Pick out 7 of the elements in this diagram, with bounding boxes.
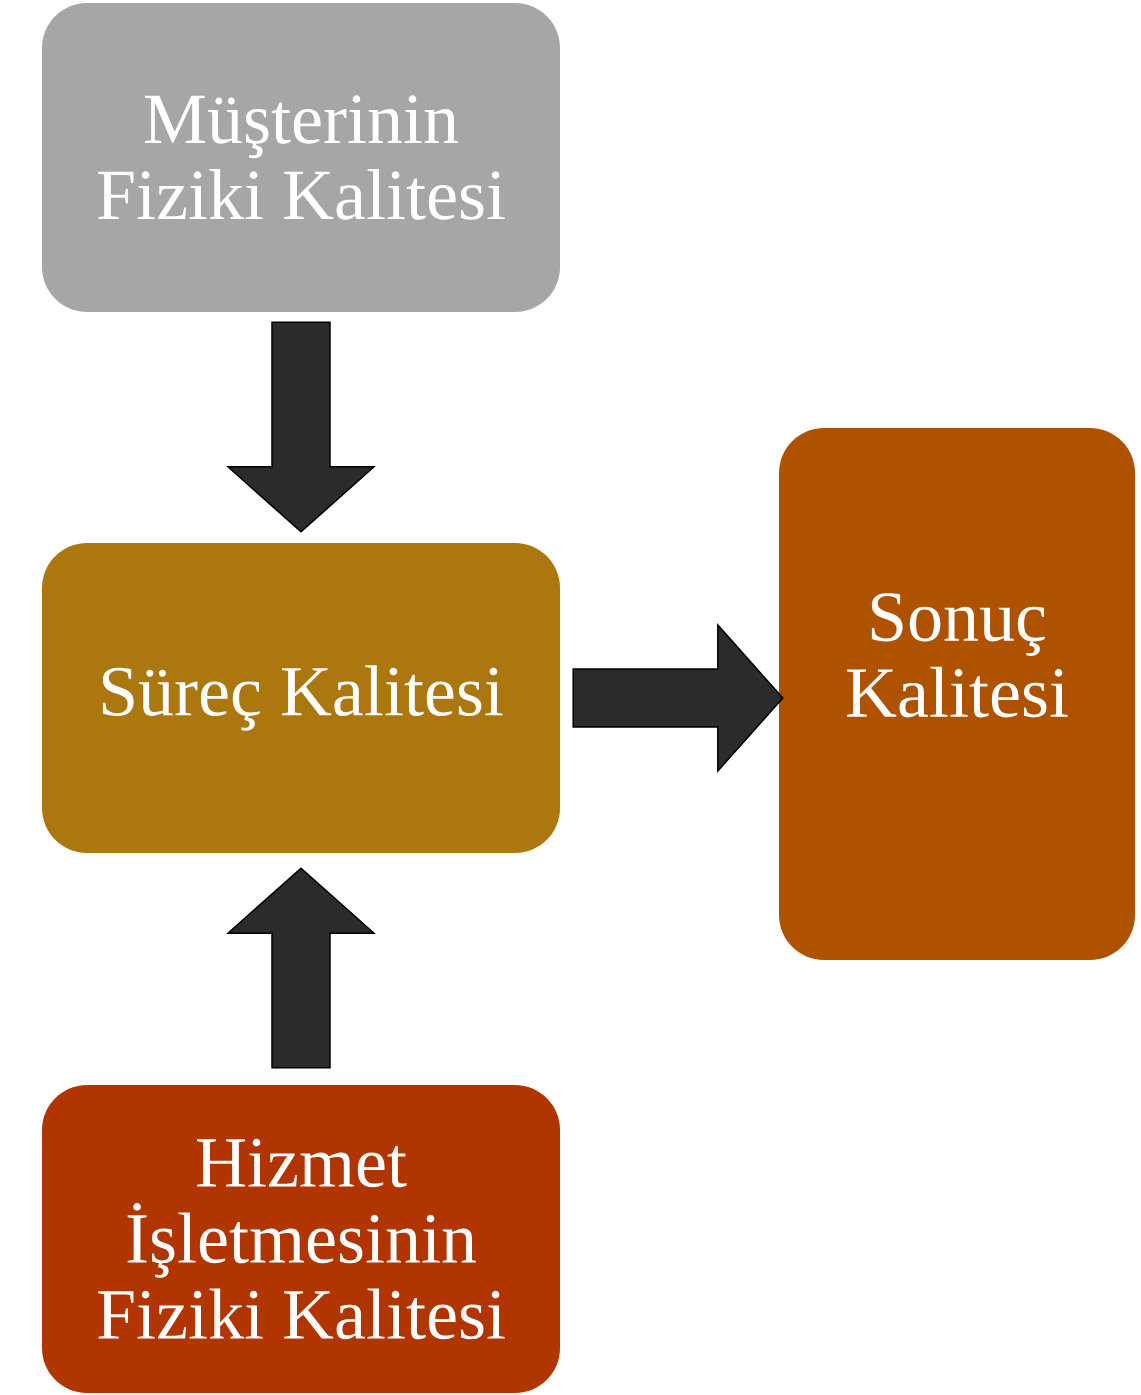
process-box: Sonuç Kalitesi xyxy=(779,428,1135,960)
process-box: Müşterinin Fiziki Kalitesi xyxy=(42,3,560,312)
block-arrow xyxy=(226,321,376,533)
block-arrow xyxy=(572,623,784,773)
process-box: Süreç Kalitesi xyxy=(42,543,560,853)
process-box: Hizmet İşletmesinin Fiziki Kalitesi xyxy=(42,1085,560,1393)
block-arrow xyxy=(226,867,376,1069)
